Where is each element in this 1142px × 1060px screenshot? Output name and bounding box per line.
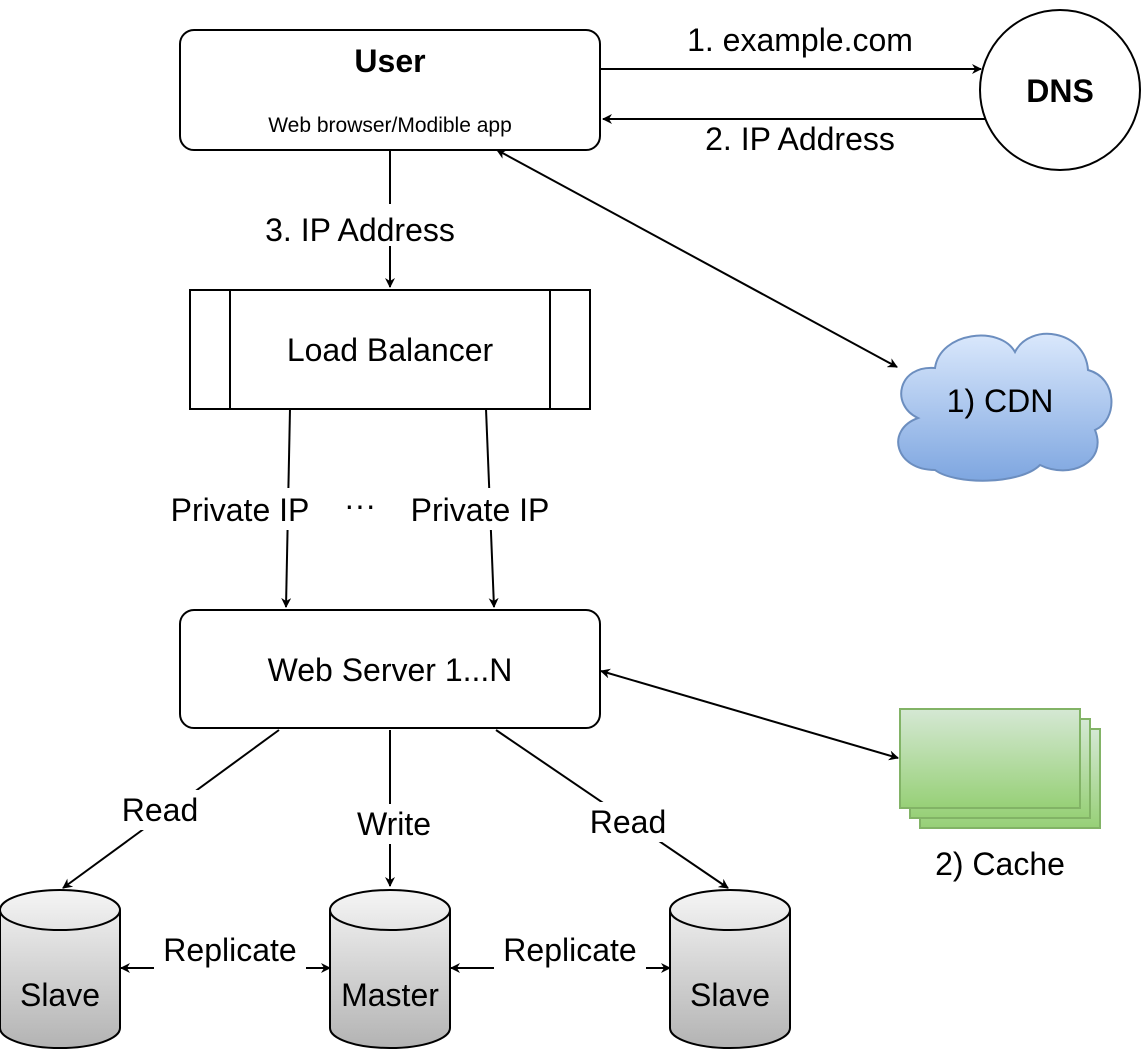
edge-label-write: Write: [357, 806, 431, 842]
edge-label-lb-to-web-server-right: Private IP: [411, 492, 550, 528]
dns-node: DNS: [979, 9, 1141, 171]
user-subtitle: Web browser/Modible app: [268, 114, 512, 137]
edge-labels: 1. example.com 2. IP Address 3. IP Addre…: [116, 22, 913, 970]
edge-label-user-to-dns: 1. example.com: [687, 22, 913, 58]
load-balancer-node: Load Balancer: [189, 289, 591, 410]
user-title: User: [354, 43, 425, 79]
load-balancer-label: Load Balancer: [287, 332, 494, 368]
database-slave-right: Slave: [669, 889, 791, 1049]
database-slave-left: Slave: [0, 889, 121, 1049]
slave-left-label: Slave: [20, 977, 100, 1013]
edge-label-ellipsis: ···: [344, 487, 376, 523]
cache-node: 2) Cache: [899, 708, 1101, 882]
cdn-cloud-node: 1) CDN: [897, 332, 1113, 482]
edge-label-lb-to-web-server-left: Private IP: [171, 492, 310, 528]
database-icon: [669, 889, 791, 1049]
edge-label-user-to-lb: 3. IP Address: [265, 212, 455, 248]
edge-label-replicate-left: Replicate: [163, 932, 296, 968]
cloud-icon: [897, 332, 1113, 482]
cache-label: 2) Cache: [935, 846, 1065, 882]
database-icon: [329, 889, 451, 1049]
edge-label-replicate-right: Replicate: [503, 932, 636, 968]
edge-user-cdn: [496, 149, 898, 368]
web-server-label: Web Server 1...N: [268, 652, 513, 688]
user-node: User Web browser/Modible app: [179, 29, 601, 151]
edge-label-read-right: Read: [590, 804, 667, 840]
edge-web-server-cache: [600, 668, 899, 761]
slave-right-label: Slave: [690, 977, 770, 1013]
dns-label: DNS: [1026, 73, 1094, 109]
master-label: Master: [341, 977, 439, 1013]
edge-label-dns-to-user: 2. IP Address: [705, 121, 895, 157]
database-master: Master: [329, 889, 451, 1049]
edge-label-read-left: Read: [122, 792, 199, 828]
cdn-label: 1) CDN: [947, 383, 1054, 419]
database-icon: [0, 889, 121, 1049]
web-server-node: Web Server 1...N: [179, 609, 601, 729]
